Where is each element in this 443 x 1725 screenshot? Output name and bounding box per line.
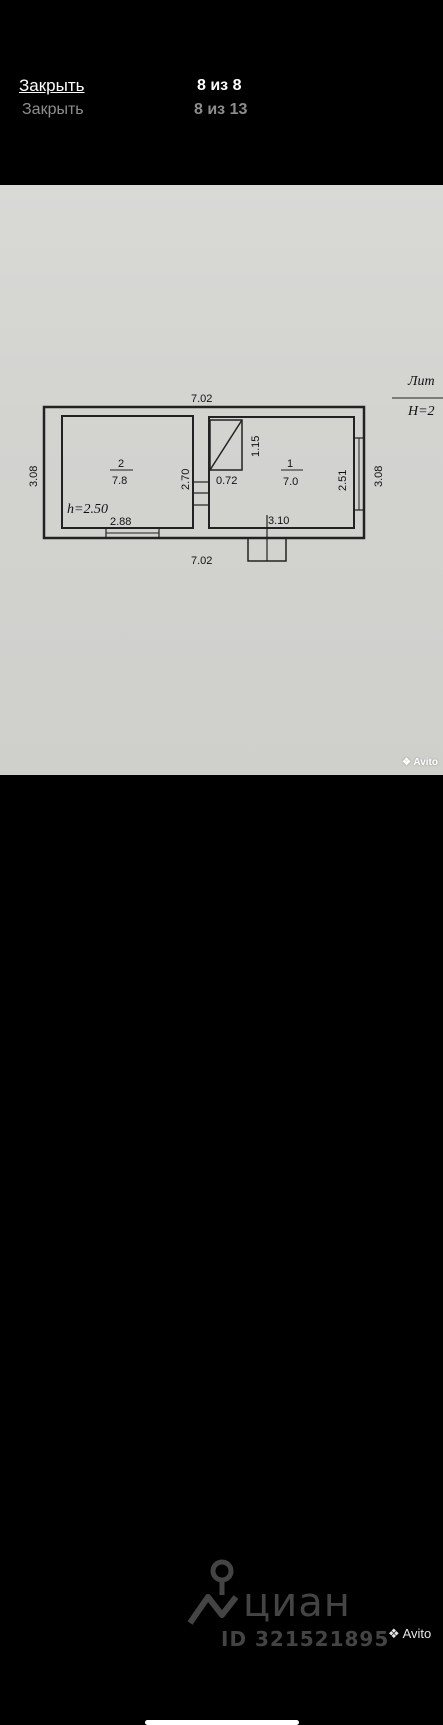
dim-2-70: 2.70 bbox=[180, 469, 192, 490]
floor-plan-drawing: 7.02 7.02 3.08 3.08 2.70 1.15 2.51 0.72 … bbox=[28, 374, 443, 567]
viewer-footer: циан ID 321521895 ❖ Avito bbox=[0, 775, 443, 1725]
dim-left-height: 3.08 bbox=[28, 466, 40, 487]
avito-watermark-photo: ❖ Avito bbox=[401, 757, 438, 768]
avito-watermark-footer-text: Avito bbox=[402, 1626, 432, 1641]
dim-2-51: 2.51 bbox=[337, 470, 349, 491]
cian-listing-id: ID 321521895 bbox=[221, 1627, 390, 1651]
image-counter-ghost: 8 из 13 bbox=[194, 101, 248, 118]
dim-2-88: 2.88 bbox=[110, 516, 131, 528]
room-1-area: 7.0 bbox=[283, 476, 298, 488]
room-1-outline bbox=[208, 416, 355, 529]
dim-1-15: 1.15 bbox=[250, 436, 262, 457]
close-label-ghost: Закрыть bbox=[22, 101, 84, 118]
avito-watermark-footer: ❖ Avito bbox=[388, 1626, 432, 1641]
stove bbox=[209, 419, 243, 471]
home-indicator[interactable] bbox=[145, 1720, 299, 1725]
floor-plan-photo[interactable]: 7.02 7.02 3.08 3.08 2.70 1.15 2.51 0.72 … bbox=[0, 185, 443, 775]
dim-top-width: 7.02 bbox=[191, 393, 212, 405]
dim-0-72: 0.72 bbox=[216, 475, 237, 487]
room-2-number: 2 bbox=[118, 458, 124, 470]
room-2-area: 7.8 bbox=[112, 475, 127, 487]
dim-right-height: 3.08 bbox=[373, 466, 385, 487]
legend-lit: Лит bbox=[407, 374, 435, 389]
cian-logo-icon bbox=[187, 1559, 239, 1625]
close-button[interactable]: Закрыть bbox=[19, 76, 85, 95]
dim-3-10: 3.10 bbox=[268, 515, 289, 527]
image-counter: 8 из 8 bbox=[197, 77, 242, 94]
cian-brand-watermark: циан bbox=[243, 1580, 351, 1626]
avito-watermark-photo-text: Avito bbox=[413, 757, 438, 768]
dim-bottom-width: 7.02 bbox=[191, 555, 212, 567]
viewer-header: Закрыть Закрыть 8 из 13 8 из 8 bbox=[0, 0, 443, 185]
room-2-ceiling-height: h=2.50 bbox=[67, 502, 108, 517]
legend-height: H=2 bbox=[407, 404, 435, 419]
outer-wall bbox=[42, 405, 366, 540]
room-1-number: 1 bbox=[287, 458, 293, 470]
